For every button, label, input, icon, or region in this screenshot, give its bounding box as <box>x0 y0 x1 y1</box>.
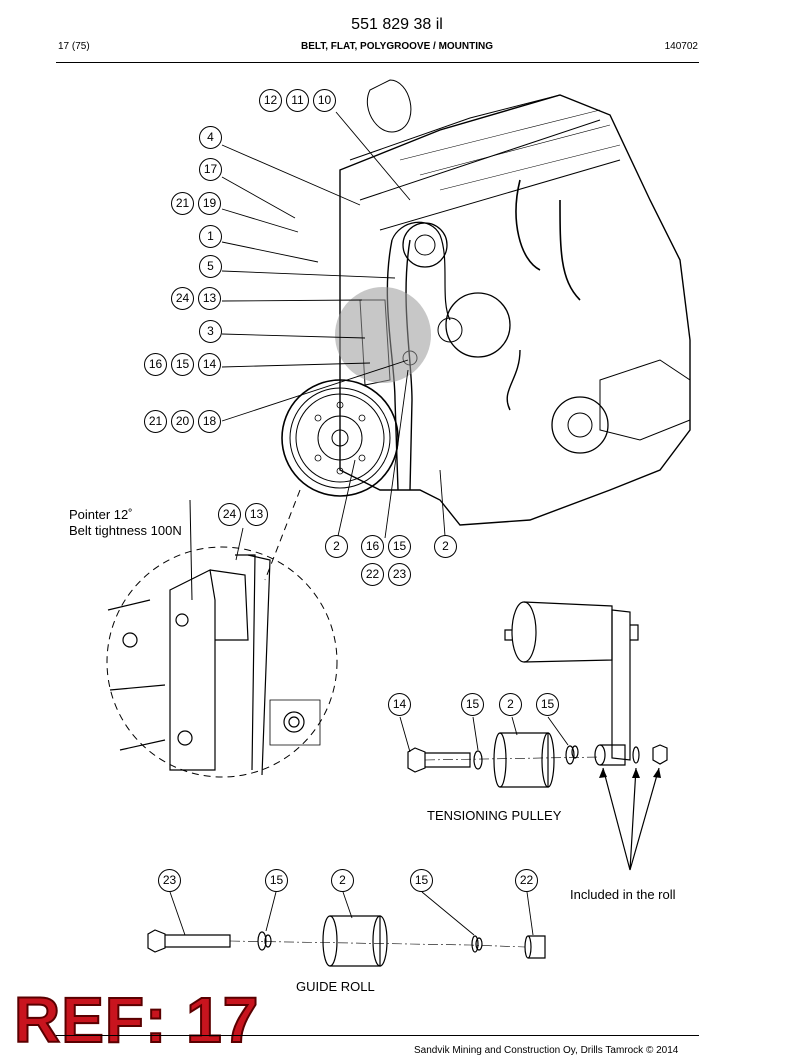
callout-11: 11 <box>286 89 309 112</box>
callout-21: 21 <box>144 410 167 433</box>
callout-20: 20 <box>171 410 194 433</box>
ref-stamp: REF: 17 <box>13 984 260 1056</box>
header-code: 140702 <box>664 41 698 52</box>
callout-22: 22 <box>361 563 384 586</box>
callout-15: 15 <box>410 869 433 892</box>
callout-2: 2 <box>499 693 522 716</box>
callout-5: 5 <box>199 255 222 278</box>
callout-23: 23 <box>388 563 411 586</box>
callout-12: 12 <box>259 89 282 112</box>
callout-23: 23 <box>158 869 181 892</box>
callout-21: 21 <box>171 192 194 215</box>
page-title: BELT, FLAT, POLYGROOVE / MOUNTING <box>300 41 494 52</box>
callout-15: 15 <box>265 869 288 892</box>
callout-15: 15 <box>536 693 559 716</box>
callout-2: 2 <box>434 535 457 558</box>
callout-15: 15 <box>171 353 194 376</box>
document-number: 551 829 38 il <box>351 16 443 33</box>
callout-4: 4 <box>199 126 222 149</box>
callout-24: 24 <box>218 503 241 526</box>
callout-24: 24 <box>171 287 194 310</box>
callout-22: 22 <box>515 869 538 892</box>
tensioning-pulley-label: TENSIONING PULLEY <box>427 808 562 823</box>
pointer-label: Pointer 12˚ <box>69 507 133 522</box>
callout-16: 16 <box>144 353 167 376</box>
callout-14: 14 <box>198 353 221 376</box>
footer-rule <box>56 1035 699 1036</box>
callout-10: 10 <box>313 89 336 112</box>
included-in-roll-label: Included in the roll <box>570 887 676 902</box>
footer-copyright: Sandvik Mining and Construction Oy, Dril… <box>414 1045 679 1056</box>
callout-3: 3 <box>199 320 222 343</box>
guide-roll-label: GUIDE ROLL <box>296 979 375 994</box>
callout-14: 14 <box>388 693 411 716</box>
callout-13: 13 <box>245 503 268 526</box>
callout-15: 15 <box>461 693 484 716</box>
callout-15: 15 <box>388 535 411 558</box>
callout-18: 18 <box>198 410 221 433</box>
callout-16: 16 <box>361 535 384 558</box>
callout-19: 19 <box>198 192 221 215</box>
callout-17: 17 <box>199 158 222 181</box>
callout-2: 2 <box>325 535 348 558</box>
belt-tightness-label: Belt tightness 100N <box>69 523 182 538</box>
callout-1: 1 <box>199 225 222 248</box>
page-indicator: 17 (75) <box>58 41 90 52</box>
callout-2: 2 <box>331 869 354 892</box>
callout-13: 13 <box>198 287 221 310</box>
header-rule <box>56 62 699 63</box>
